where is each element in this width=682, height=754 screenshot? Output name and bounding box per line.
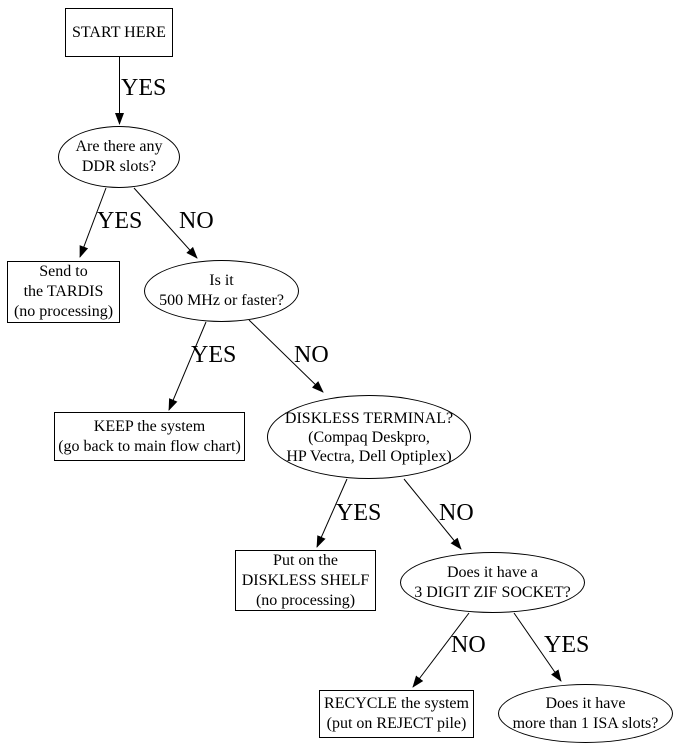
node-500mhz-question: Is it 500 MHz or faster? xyxy=(144,260,299,322)
edge-label-ddr-to-mhz: NO xyxy=(179,208,214,234)
node-text-line: (put on REJECT pile) xyxy=(326,715,467,732)
arrow-zif-to-recycle xyxy=(412,612,470,688)
node-zif-socket-question: Does it have a 3 DIGIT ZIF SOCKET? xyxy=(400,552,585,613)
node-text-line: Are there any xyxy=(75,138,163,155)
node-text-line: the TARDIS xyxy=(23,283,104,300)
node-recycle-system: RECYCLE the system (put on REJECT pile) xyxy=(319,690,474,738)
node-text-line: Send to xyxy=(39,263,88,280)
node-text-line: (no processing) xyxy=(13,303,114,320)
arrow-ddr-to-mhz xyxy=(133,187,198,259)
node-text-line: RECYCLE the system xyxy=(324,695,469,712)
node-text-line: (go back to main flow chart) xyxy=(58,437,241,455)
edge-label-diskless-to-zif: NO xyxy=(439,500,474,526)
node-ddr-slots-question: Are there any DDR slots? xyxy=(58,126,180,188)
node-text-line: Does it have a xyxy=(446,563,539,581)
node-text-line: KEEP the system xyxy=(93,417,206,435)
edge-label-zif-to-isa: YES xyxy=(544,632,590,658)
edge-label-ddr-to-tardis: YES xyxy=(97,208,143,234)
node-text-line: 3 DIGIT ZIF SOCKET? xyxy=(414,583,571,601)
arrow-diskless-to-shelf xyxy=(316,478,348,548)
edge-label-mhz-to-diskless: NO xyxy=(294,342,329,368)
arrow-zif-to-isa xyxy=(513,612,562,682)
edge-label-start-to-ddr: YES xyxy=(121,75,167,101)
arrow-ddr-to-tardis xyxy=(79,187,107,258)
node-text-line: Is it xyxy=(209,272,234,289)
arrow-mhz-to-diskless xyxy=(248,319,324,393)
node-text-line: DISKLESS TERMINAL? xyxy=(284,409,454,427)
node-text-line: (no processing) xyxy=(255,591,356,609)
node-isa-slots-question: Does it have more than 1 ISA slots? xyxy=(498,684,673,743)
node-text-line: 500 MHz or faster? xyxy=(159,292,284,309)
arrow-mhz-to-keep xyxy=(168,321,207,411)
node-text-line: (Compaq Deskpro, xyxy=(308,428,430,446)
edge-label-mhz-to-keep: YES xyxy=(191,342,237,368)
node-diskless-shelf: Put on the DISKLESS SHELF (no processing… xyxy=(235,550,376,611)
arrow-diskless-to-zif xyxy=(403,478,462,550)
node-text-line: more than 1 ISA slots? xyxy=(512,714,659,732)
node-keep-system: KEEP the system (go back to main flow ch… xyxy=(54,412,245,461)
node-text-line: START HERE xyxy=(72,23,166,41)
edge-label-diskless-to-shelf: YES xyxy=(336,500,382,526)
node-text-line: Does it have xyxy=(545,694,626,712)
node-text-line: DISKLESS SHELF xyxy=(241,571,370,589)
edge-label-zif-to-recycle: NO xyxy=(451,632,486,658)
node-start-here: START HERE xyxy=(65,8,173,57)
node-send-to-tardis: Send to the TARDIS (no processing) xyxy=(7,261,120,323)
node-diskless-terminal-question: DISKLESS TERMINAL? (Compaq Deskpro, HP V… xyxy=(267,395,471,479)
node-text-line: HP Vectra, Dell Optiplex) xyxy=(286,447,452,465)
node-text-line: DDR slots? xyxy=(81,158,157,175)
node-text-line: Put on the xyxy=(273,551,338,569)
